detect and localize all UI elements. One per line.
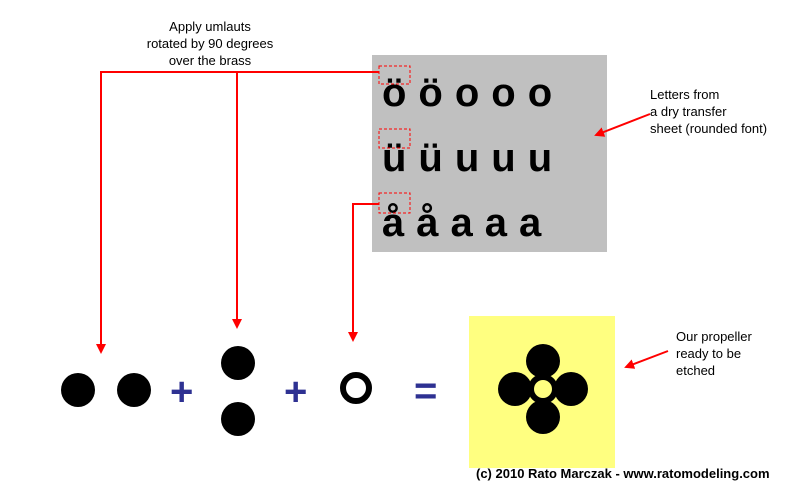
ring-circle xyxy=(340,372,372,404)
propeller-note-line-1: Our propeller xyxy=(676,329,752,344)
propeller-blade-bottom xyxy=(526,400,560,434)
propeller-note-line-3: etched xyxy=(676,363,716,378)
umlauts-note-line-1: Apply umlauts xyxy=(169,19,251,34)
dashed-ring-marker xyxy=(378,192,411,214)
letters-note-line-2: a dry transfer xyxy=(650,104,727,119)
dashed-umlaut-marker-1 xyxy=(378,65,411,85)
rotated-dot-top xyxy=(221,346,255,380)
umlaut-dot-right xyxy=(117,373,151,407)
letter-row-a: ååaaa xyxy=(382,201,554,245)
letters-note: Letters from a dry transfer sheet (round… xyxy=(650,86,767,137)
ring-arrow xyxy=(348,203,379,342)
propeller-note-arrow xyxy=(624,350,669,369)
dashed-umlaut-marker-2 xyxy=(378,128,411,149)
letter-row-o: ööooo xyxy=(382,71,565,115)
dry-transfer-sheet: ööooo üüuuu ååaaa xyxy=(372,55,607,252)
umlauts-note-line-3: over the brass xyxy=(168,53,252,68)
copyright-credit: (c) 2010 Rato Marczak - www.ratomodeling… xyxy=(476,466,770,481)
umlauts-note: Apply umlauts rotated by 90 degrees over… xyxy=(130,18,290,69)
letters-note-line-1: Letters from xyxy=(650,87,720,102)
propeller-blade-left xyxy=(498,372,532,406)
propeller-note: Our propeller ready to be etched xyxy=(676,328,752,379)
plus-sign-1: + xyxy=(170,370,194,414)
propeller-note-line-2: ready to be xyxy=(676,346,742,361)
umlaut-dot-left xyxy=(61,373,95,407)
propeller-blade-right xyxy=(554,372,588,406)
rotated-dot-bottom xyxy=(221,402,255,436)
propeller-blade-top xyxy=(526,344,560,378)
propeller-hub xyxy=(528,374,558,404)
umlaut-arrow-left xyxy=(96,71,379,354)
equals-sign: = xyxy=(414,369,438,413)
umlauts-note-line-2: rotated by 90 degrees xyxy=(146,36,274,51)
letters-note-arrow xyxy=(594,113,651,137)
propeller-result-box xyxy=(469,316,615,468)
letters-note-line-3: sheet (rounded font) xyxy=(650,121,768,136)
plus-sign-2: + xyxy=(284,370,308,414)
